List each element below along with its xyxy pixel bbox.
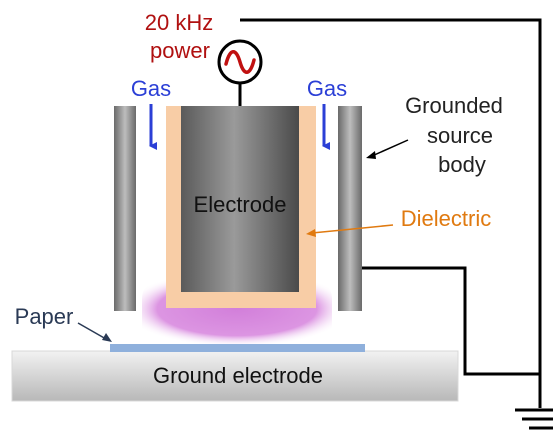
ground-symbol-icon [515,408,553,430]
grounded-label-line2: source [427,123,493,148]
power-label-line2: power [150,38,210,63]
grounded-body-pointer [366,139,409,159]
power-label-line1: 20 kHz [145,10,213,35]
gas-label-right: Gas [307,76,347,101]
electrode [181,106,299,292]
dielectric-pointer [306,224,394,237]
ground-electrode-plate [11,350,459,402]
paper-pointer [77,322,112,342]
gas-label-left: Gas [131,76,171,101]
wiring [238,18,542,408]
source-body-right-wall [338,106,362,311]
electrode-label: Electrode [194,192,287,217]
paper-label: Paper [15,304,74,329]
dielectric-label: Dielectric [401,206,491,231]
paper-strip [110,344,365,352]
grounded-label-line1: Grounded [405,93,503,118]
source-body-left-wall [114,106,136,311]
grounded-label-line3: body [438,152,486,177]
sine-wave-icon [217,39,263,85]
ground-electrode-label: Ground electrode [153,363,323,388]
